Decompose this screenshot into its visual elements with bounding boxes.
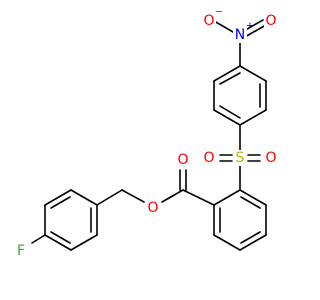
bond-benzoate-ring — [239, 189, 267, 206]
bond-benzoate-ring — [213, 189, 241, 206]
molecule-structure-diagram: N + O − O S O O O O F — [14, 6, 278, 259]
bond-nitrophenyl-ring — [213, 65, 241, 82]
fluorine-atom-label: F — [17, 243, 25, 259]
bond-benzoate-ring — [213, 234, 241, 251]
bond-fluorophenyl-ring — [70, 234, 98, 251]
nitro-oxygen-double-atom-label: O — [265, 13, 276, 29]
bond-nitrophenyl-ring — [239, 65, 267, 82]
bond-nitrophenyl-ring-inner — [219, 105, 241, 119]
bond-ester-oxygen-ch2 — [121, 189, 145, 203]
nitrogen-charge-label: + — [246, 21, 254, 32]
bond-fluorophenyl-ring — [70, 189, 98, 206]
sulfonyl-oxygen-right-atom-label: O — [265, 150, 276, 166]
bond-benzoate-ring-inner — [240, 196, 261, 209]
bond-ch2-ring — [96, 189, 123, 206]
bond-carbonyl-ester-oxygen — [161, 189, 184, 203]
bond-fluorophenyl-ring-inner — [50, 231, 71, 244]
nitro-oxygen-charge-label: − — [215, 7, 223, 18]
bond-nitrophenyl-ring-inner — [219, 72, 241, 85]
nitro-oxygen-atom-label: O — [203, 13, 214, 29]
nitrogen-atom-label: N — [235, 27, 245, 43]
bond-fluorophenyl-ring — [44, 234, 72, 251]
bond-ring-fluorine — [31, 234, 46, 244]
bond-fluorophenyl-ring-inner — [50, 196, 71, 209]
ester-oxygen-atom-label: O — [147, 200, 158, 216]
bond-benzoate-ring-inner — [240, 231, 261, 244]
bond-ring-carbonyl — [182, 189, 215, 206]
sulfonyl-oxygen-left-atom-label: O — [203, 150, 214, 166]
bond-benzoate-ring — [239, 234, 267, 251]
carbonyl-oxygen-atom-label: O — [177, 152, 188, 168]
bond-fluorophenyl-ring — [44, 189, 72, 206]
atom-labels: N + O − O S O O O O F — [14, 7, 278, 259]
bond-nitrophenyl-ring — [239, 109, 267, 126]
sulfur-atom-label: S — [236, 150, 245, 166]
bond-nitrophenyl-ring — [213, 109, 241, 126]
